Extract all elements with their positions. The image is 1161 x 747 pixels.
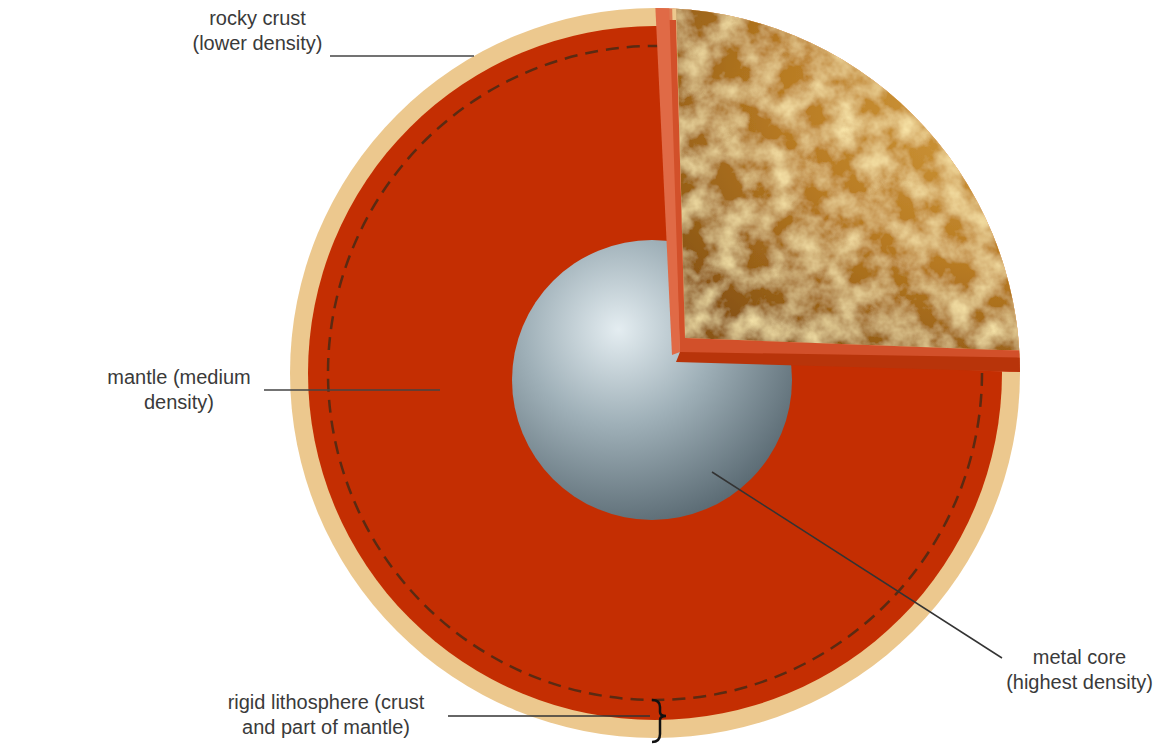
leader-line <box>264 389 440 391</box>
part-label: metal core (highest density) <box>1004 645 1155 695</box>
part-label: rocky crust (lower density) <box>190 6 325 56</box>
leader-line <box>448 715 650 717</box>
part-label: rigid lithosphere (crust and part of man… <box>212 690 440 740</box>
lithosphere-brace <box>652 700 666 742</box>
leader-line <box>330 55 474 57</box>
part-label: mantle (medium density) <box>100 365 258 415</box>
leader-line <box>712 472 1002 658</box>
cutaway-surface <box>655 0 1161 376</box>
